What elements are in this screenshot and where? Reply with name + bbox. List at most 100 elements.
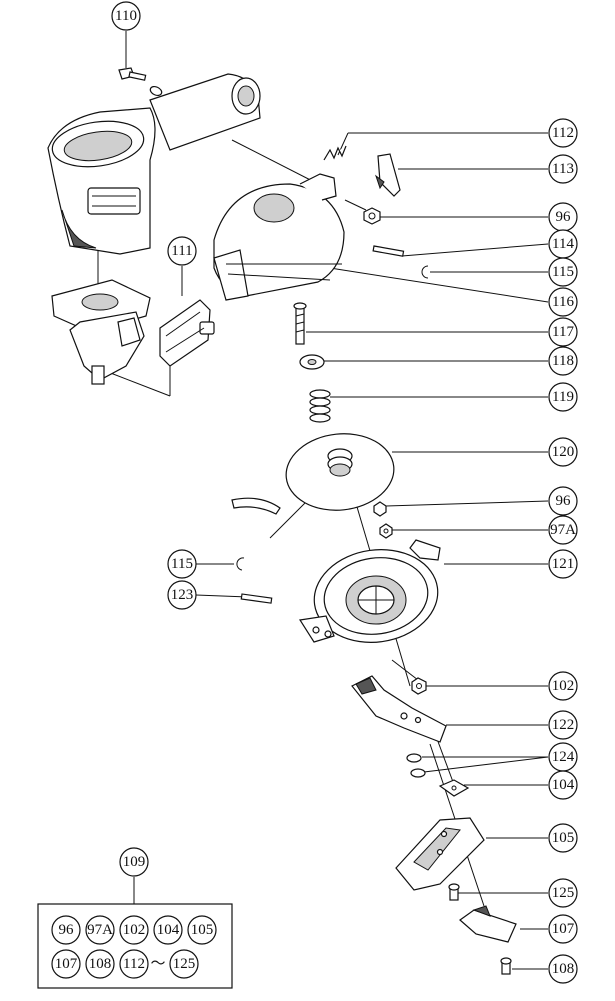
callout-96-upper: 96 [548,202,578,232]
kit-item: 97A [85,915,115,945]
svg-text:115: 115 [171,556,193,572]
part-124-washers [406,753,426,778]
kit-item: 104 [153,915,183,945]
callout-107: 107 [548,914,578,944]
part-102-nut [411,677,427,695]
leader-lines [125,31,549,970]
callout-121: 121 [548,549,578,579]
svg-text:104: 104 [157,922,180,938]
callout-115-lower: 115 [167,549,197,579]
part-111-latch [159,299,215,367]
svg-text:108: 108 [89,956,112,972]
part-114-pin [372,245,405,257]
svg-text:112: 112 [552,125,574,141]
svg-text:97A: 97A [87,922,113,938]
svg-text:116: 116 [552,294,574,310]
part-117-screw [293,302,307,345]
svg-text:107: 107 [55,956,78,972]
svg-text:113: 113 [552,161,574,177]
part-110-bolt [118,67,163,97]
part-96-nut-lower [373,501,387,517]
callout-105: 105 [548,823,578,853]
part-105-guide [395,817,485,891]
svg-text:117: 117 [552,324,574,340]
callout-104: 104 [548,770,578,800]
callout-97a: 97A [548,515,578,545]
callout-96-lower: 96 [548,486,578,516]
callout-111: 111 [167,236,197,266]
callout-119: 119 [548,382,578,412]
kit-item: 125 [169,949,199,979]
svg-text:112: 112 [123,956,145,972]
kit-item: 102 [119,915,149,945]
svg-text:125: 125 [552,885,575,901]
part-125-screw [448,883,460,901]
svg-text:121: 121 [552,556,575,572]
svg-text:115: 115 [552,264,574,280]
kit-row-2: 107 108 112 〜 125 [51,949,199,979]
part-108-screw [500,957,512,975]
kit-row-1: 96 97A 102 104 105 [51,915,217,945]
part-107-spring-plate [459,905,517,943]
kit-item: 96 [51,915,81,945]
svg-text:102: 102 [552,678,575,694]
svg-text:114: 114 [552,236,574,252]
svg-text:124: 124 [552,749,575,765]
callout-124: 124 [548,742,578,772]
svg-text:110: 110 [115,8,137,24]
svg-text:107: 107 [552,921,575,937]
part-96-nut [363,207,381,225]
callout-114: 114 [548,229,578,259]
callout-110: 110 [111,1,141,31]
svg-text:125: 125 [173,956,196,972]
part-119-spring [309,389,331,423]
part-122-bracket [351,675,447,743]
part-112-spring [323,145,347,161]
svg-text:120: 120 [552,444,575,460]
svg-text:123: 123 [171,587,194,603]
callout-118: 118 [548,346,578,376]
part-115-clip [421,265,429,279]
svg-text:109: 109 [123,854,146,870]
svg-text:102: 102 [123,922,146,938]
svg-text:105: 105 [191,922,214,938]
callout-113: 113 [548,154,578,184]
svg-text:96: 96 [556,209,572,225]
callout-123: 123 [167,580,197,610]
callout-109: 109 [119,847,149,877]
part-118-washer [299,354,325,370]
callout-112: 112 [548,118,578,148]
part-115-clip-lower [236,557,245,571]
svg-text:111: 111 [171,243,192,259]
callout-102: 102 [548,671,578,701]
kit-item: 107 [51,949,81,979]
part-97a-nut [379,523,393,539]
callout-117: 117 [548,317,578,347]
part-104-plate [438,779,470,797]
part-120-disc [231,433,395,515]
part-113-pawl [375,153,401,197]
tool-body-housing [47,73,261,255]
callout-108: 108 [548,954,578,984]
part-valve-block [51,279,151,385]
part-123-pin [240,593,273,604]
part-121-magazine-base [299,539,441,643]
svg-text:119: 119 [552,389,574,405]
svg-text:122: 122 [552,717,575,733]
kit-item: 108 [85,949,115,979]
svg-text:104: 104 [552,777,575,793]
svg-text:108: 108 [552,961,575,977]
part-116-magazine-cover [213,173,345,301]
kit-item: 112 [119,949,149,979]
svg-text:96: 96 [59,922,75,938]
svg-text:96: 96 [556,493,572,509]
callout-120: 120 [548,437,578,467]
kit-range-separator: 〜 [150,956,165,972]
callout-122: 122 [548,710,578,740]
svg-text:105: 105 [552,830,575,846]
callout-125: 125 [548,878,578,908]
kit-item: 105 [187,915,217,945]
svg-text:97A: 97A [550,522,576,538]
svg-text:118: 118 [552,353,574,369]
